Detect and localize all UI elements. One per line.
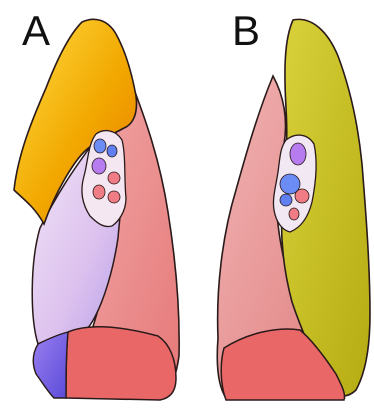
panel-b xyxy=(217,19,370,400)
panel-a-vein xyxy=(92,158,106,174)
panel-a xyxy=(14,19,179,400)
panel-a-base xyxy=(66,327,176,400)
panel-a-bronchus-3 xyxy=(108,191,120,203)
panel-b-vein xyxy=(290,143,306,165)
panel-a-bronchus-2 xyxy=(93,185,105,199)
panel-a-artery-2 xyxy=(107,145,117,157)
panel-a-bronchus-1 xyxy=(108,172,120,184)
panel-b-label: B xyxy=(232,10,259,52)
panel-b-artery-2 xyxy=(280,194,292,206)
panel-a-label: A xyxy=(22,10,49,52)
panel-a-artery xyxy=(94,139,106,153)
panel-b-bronchus-1 xyxy=(295,189,309,203)
panel-b-bronchus-2 xyxy=(289,208,299,220)
